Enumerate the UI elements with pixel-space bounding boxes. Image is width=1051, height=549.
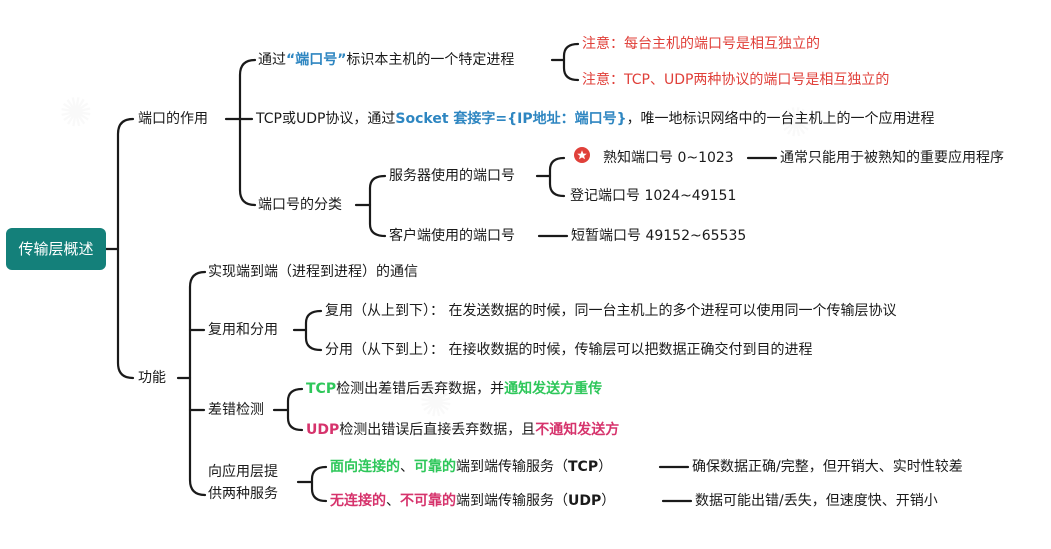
udp-error-mid: 检测出错误后直接丢弃数据，且 <box>339 422 536 438</box>
identify-keyword: “端口号” <box>286 52 347 68</box>
udp-service-kw: 无连接的 <box>330 493 386 509</box>
star-icon <box>574 147 590 163</box>
services-node-line2: 供两种服务 <box>208 486 278 502</box>
tcp-service-item: 面向连接的、可靠的端到端传输服务（TCP） <box>330 457 612 477</box>
tcp-error-keyword: 通知发送方重传 <box>504 381 603 397</box>
tcp-service-kw2: 可靠的 <box>414 459 456 475</box>
demux-item: 分用（从下到上）： 在接收数据的时候，传输层可以把数据正确交付到目的进程 <box>325 342 813 358</box>
udp-service-item: 无连接的、不可靠的端到端传输服务（UDP） <box>330 491 615 511</box>
tcp-error-mid: 检测出差错后丢弃数据，并 <box>336 381 505 397</box>
udp-error-keyword: 不通知发送方 <box>535 422 620 438</box>
note-protocol-independent: 注意：TCP、UDP两种协议的端口号是相互独立的 <box>582 72 890 88</box>
tcp-keyword: TCP <box>306 381 337 397</box>
note-port-independent: 注意：每台主机的端口号是相互独立的 <box>582 36 820 52</box>
port-role-node: 端口的作用 <box>138 111 208 127</box>
socket-node: TCP或UDP协议，通过Socket 套接字={IP地址：端口号}，唯一地标识网… <box>256 109 935 129</box>
udp-service-kw2: 不可靠的 <box>400 493 456 509</box>
udp-service-mid: 端到端传输服务（ <box>456 493 568 509</box>
well-known-port-node: 熟知端口号 0~1023 <box>603 150 734 166</box>
port-classify-node: 端口号的分类 <box>258 197 342 213</box>
udp-keyword: UDP <box>306 422 340 438</box>
services-node-line1: 向应用层提 <box>208 464 278 480</box>
root-node: 传输层概述 <box>6 228 106 270</box>
identify-post: 标识本主机的一个特定进程 <box>346 52 515 68</box>
identify-process-node: 通过“端口号”标识本主机的一个特定进程 <box>258 50 514 70</box>
tcp-service-kw: 面向连接的 <box>330 459 400 475</box>
udp-service-proto: UDP <box>568 493 602 509</box>
server-port-node: 服务器使用的端口号 <box>389 168 515 184</box>
socket-pre: TCP或UDP协议，通过 <box>256 111 396 127</box>
client-port-node: 客户端使用的端口号 <box>389 228 515 244</box>
tcp-error-item: TCP检测出差错后丢弃数据，并通知发送方重传 <box>306 379 602 399</box>
function-node: 功能 <box>138 370 166 386</box>
tcp-service-mid: 端到端传输服务（ <box>456 459 568 475</box>
tcp-service-end: ） <box>598 459 613 475</box>
error-detect-node: 差错检测 <box>208 402 264 418</box>
udp-service-sep: 、 <box>386 493 400 509</box>
tcp-service-note: 确保数据正确/完整，但开销大、实时性较差 <box>692 459 963 475</box>
udp-service-end: ） <box>601 493 616 509</box>
identify-pre: 通过 <box>258 52 286 68</box>
udp-error-item: UDP检测出错误后直接丢弃数据，且不通知发送方 <box>306 420 619 440</box>
mux-node: 复用和分用 <box>208 322 278 338</box>
socket-post: ，唯一地标识网络中的一台主机上的一个应用进程 <box>626 111 935 127</box>
e2e-node: 实现端到端（进程到进程）的通信 <box>208 264 418 280</box>
udp-service-note: 数据可能出错/丢失，但速度快、开销小 <box>695 493 938 509</box>
well-known-note: 通常只能用于被熟知的重要应用程序 <box>780 150 1004 166</box>
ephemeral-port-node: 短暂端口号 49152~65535 <box>571 228 747 244</box>
mux-item: 复用（从上到下）： 在发送数据的时候，同一台主机上的多个进程可以使用同一个传输层… <box>325 303 897 319</box>
socket-keyword: Socket 套接字={IP地址：端口号} <box>395 111 627 127</box>
tcp-service-sep: 、 <box>400 459 414 475</box>
registered-port-node: 登记端口号 1024~49151 <box>570 188 737 204</box>
tcp-service-proto: TCP <box>568 459 599 475</box>
